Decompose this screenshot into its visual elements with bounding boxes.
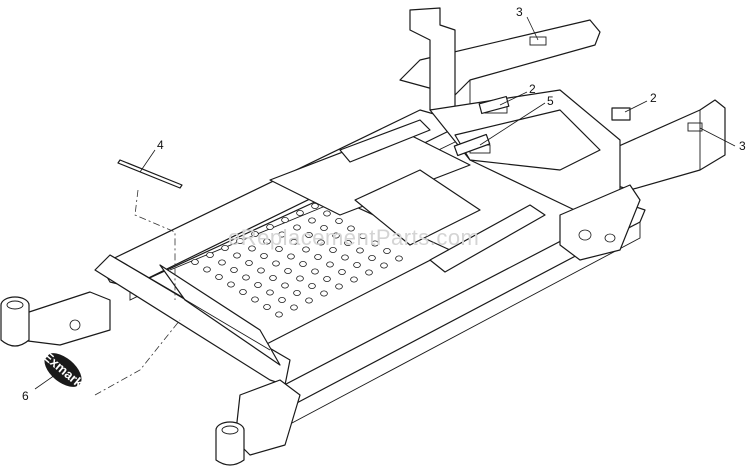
perforation-hole: [218, 259, 226, 266]
perforation-hole: [221, 244, 229, 251]
callout-6: 6: [22, 389, 29, 403]
perforation-hole: [263, 303, 271, 310]
perforation-hole: [269, 274, 277, 281]
perforation-hole: [323, 275, 331, 282]
perforation-hole: [299, 260, 307, 267]
perforation-hole: [278, 296, 286, 303]
perforation-hole: [203, 266, 211, 273]
perforation-hole: [236, 237, 244, 244]
perforation-hole: [353, 261, 361, 268]
perforation-hole: [227, 281, 235, 288]
perforation-hole: [215, 273, 223, 280]
callout-2-right: 2: [650, 91, 657, 105]
perforation-hole: [308, 282, 316, 289]
perforation-hole: [293, 289, 301, 296]
callouts: 3 2 5 2 3 4 6: [22, 5, 746, 403]
perforation-hole: [344, 239, 352, 246]
perforation-hole: [260, 252, 268, 259]
perforation-hole: [251, 230, 259, 237]
cross-members: [269, 119, 546, 273]
perforation-hole: [359, 232, 367, 239]
perforation-hole: [242, 274, 250, 281]
perforation-hole: [191, 258, 199, 265]
perforation-hole: [347, 225, 355, 232]
callout-2-left: 2: [529, 82, 536, 96]
perforation-hole: [311, 202, 319, 209]
perforation-hole: [317, 239, 325, 246]
perforation-hole: [266, 289, 274, 296]
perforation-hole: [368, 254, 376, 261]
perforation-hole: [293, 224, 301, 231]
perforation-hole: [311, 268, 319, 275]
perforation-hole: [254, 281, 262, 288]
perforation-hole: [275, 311, 283, 318]
perforation-hole: [284, 267, 292, 274]
right-caster-arm: [215, 379, 301, 466]
perforation-hole: [206, 251, 214, 258]
perforation-hole: [320, 224, 328, 231]
callout-3-top: 3: [516, 5, 523, 19]
perforation-hole: [365, 269, 373, 276]
perforation-hole: [356, 247, 364, 254]
decal-4: [117, 159, 183, 300]
perforation-hole: [341, 254, 349, 261]
perforation-hole: [314, 253, 322, 260]
perforation-hole: [329, 246, 337, 253]
perforation-hole: [281, 216, 289, 223]
floor-perforations: [191, 202, 403, 318]
perforation-hole: [335, 217, 343, 224]
perforation-hole: [275, 245, 283, 252]
perforation-hole: [296, 275, 304, 282]
perforation-hole: [305, 297, 313, 304]
perforation-hole: [380, 262, 388, 269]
perforation-hole: [323, 210, 331, 217]
perforation-hole: [326, 261, 334, 268]
perforation-hole: [290, 238, 298, 245]
perforation-hole: [248, 245, 256, 252]
front-bumper: [94, 254, 291, 386]
rear-tube-left: [399, 7, 601, 120]
perforation-hole: [272, 260, 280, 267]
perforation-hole: [296, 209, 304, 216]
perforation-hole: [257, 267, 265, 274]
perforation-hole: [338, 268, 346, 275]
perforation-hole: [263, 238, 271, 245]
perforation-hole: [290, 304, 298, 311]
perforation-hole: [281, 282, 289, 289]
watermark: eReplacementParts.com: [228, 225, 479, 250]
perforation-hole: [278, 231, 286, 238]
perforation-hole: [287, 253, 295, 260]
callout-4: 4: [157, 138, 164, 152]
perforation-hole: [302, 246, 310, 253]
perforation-hole: [305, 231, 313, 238]
leader-lines: [34, 16, 736, 390]
perforation-hole: [251, 296, 259, 303]
right-side-pocket: [559, 184, 641, 261]
perforation-hole: [239, 288, 247, 295]
perforation-hole: [332, 232, 340, 239]
perforation-hole: [350, 276, 358, 283]
perforation-hole: [320, 290, 328, 297]
left-caster-arm: [0, 291, 111, 347]
perforation-hole: [308, 217, 316, 224]
perforation-hole: [371, 240, 379, 247]
callout-5: 5: [547, 94, 554, 108]
decal-2-right: [611, 107, 631, 121]
perforation-hole: [383, 247, 391, 254]
perforation-hole: [245, 259, 253, 266]
decal-5: [453, 133, 491, 157]
perforation-hole: [335, 283, 343, 290]
perforation-hole: [230, 266, 238, 273]
perforation-hole: [266, 223, 274, 230]
perforation-hole: [233, 252, 241, 259]
callout-3-right: 3: [739, 139, 746, 153]
perforation-hole: [395, 255, 403, 262]
